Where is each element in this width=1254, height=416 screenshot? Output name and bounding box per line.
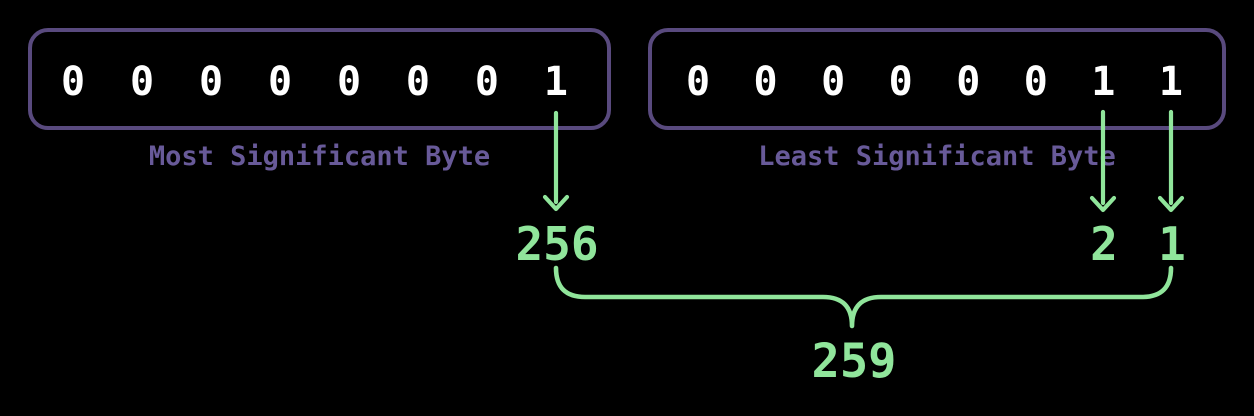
lsb-bit-5: 0 [821,58,846,105]
msb-bit-7: 0 [61,58,86,105]
msb-bit-2: 0 [405,58,431,105]
lsb-bit-3: 0 [956,58,981,105]
msb-bit-1: 0 [474,58,499,105]
lsb-bit-7: 0 [686,58,711,105]
place-value-2: 2 [1090,217,1118,271]
place-value-256: 256 [515,217,599,271]
lsb-bit-4: 0 [888,58,913,105]
lsb-bit-6: 0 [753,58,778,105]
lsb-bit-2: 0 [1023,58,1048,105]
lsb-bit-0: 1 [1158,58,1183,105]
msb-bit-6: 0 [129,58,155,105]
msb-bit-4: 0 [267,58,293,105]
place-value-1: 1 [1158,217,1186,271]
msb-bit-3: 0 [336,58,362,105]
lsb-label: Least Significant Byte [758,141,1116,172]
total-value: 259 [811,334,897,389]
msb-bit-5: 0 [198,58,224,105]
lsb-bit-1: 1 [1091,58,1116,105]
combine-brace-icon [553,265,1174,329]
msb-bit-0: 1 [543,58,568,105]
msb-label: Most Significant Byte [148,141,491,172]
lsb-byte-box: 0 0 0 0 0 0 1 1 [648,28,1226,130]
msb-byte-box: 0 0 0 0 0 0 0 1 [28,28,611,130]
